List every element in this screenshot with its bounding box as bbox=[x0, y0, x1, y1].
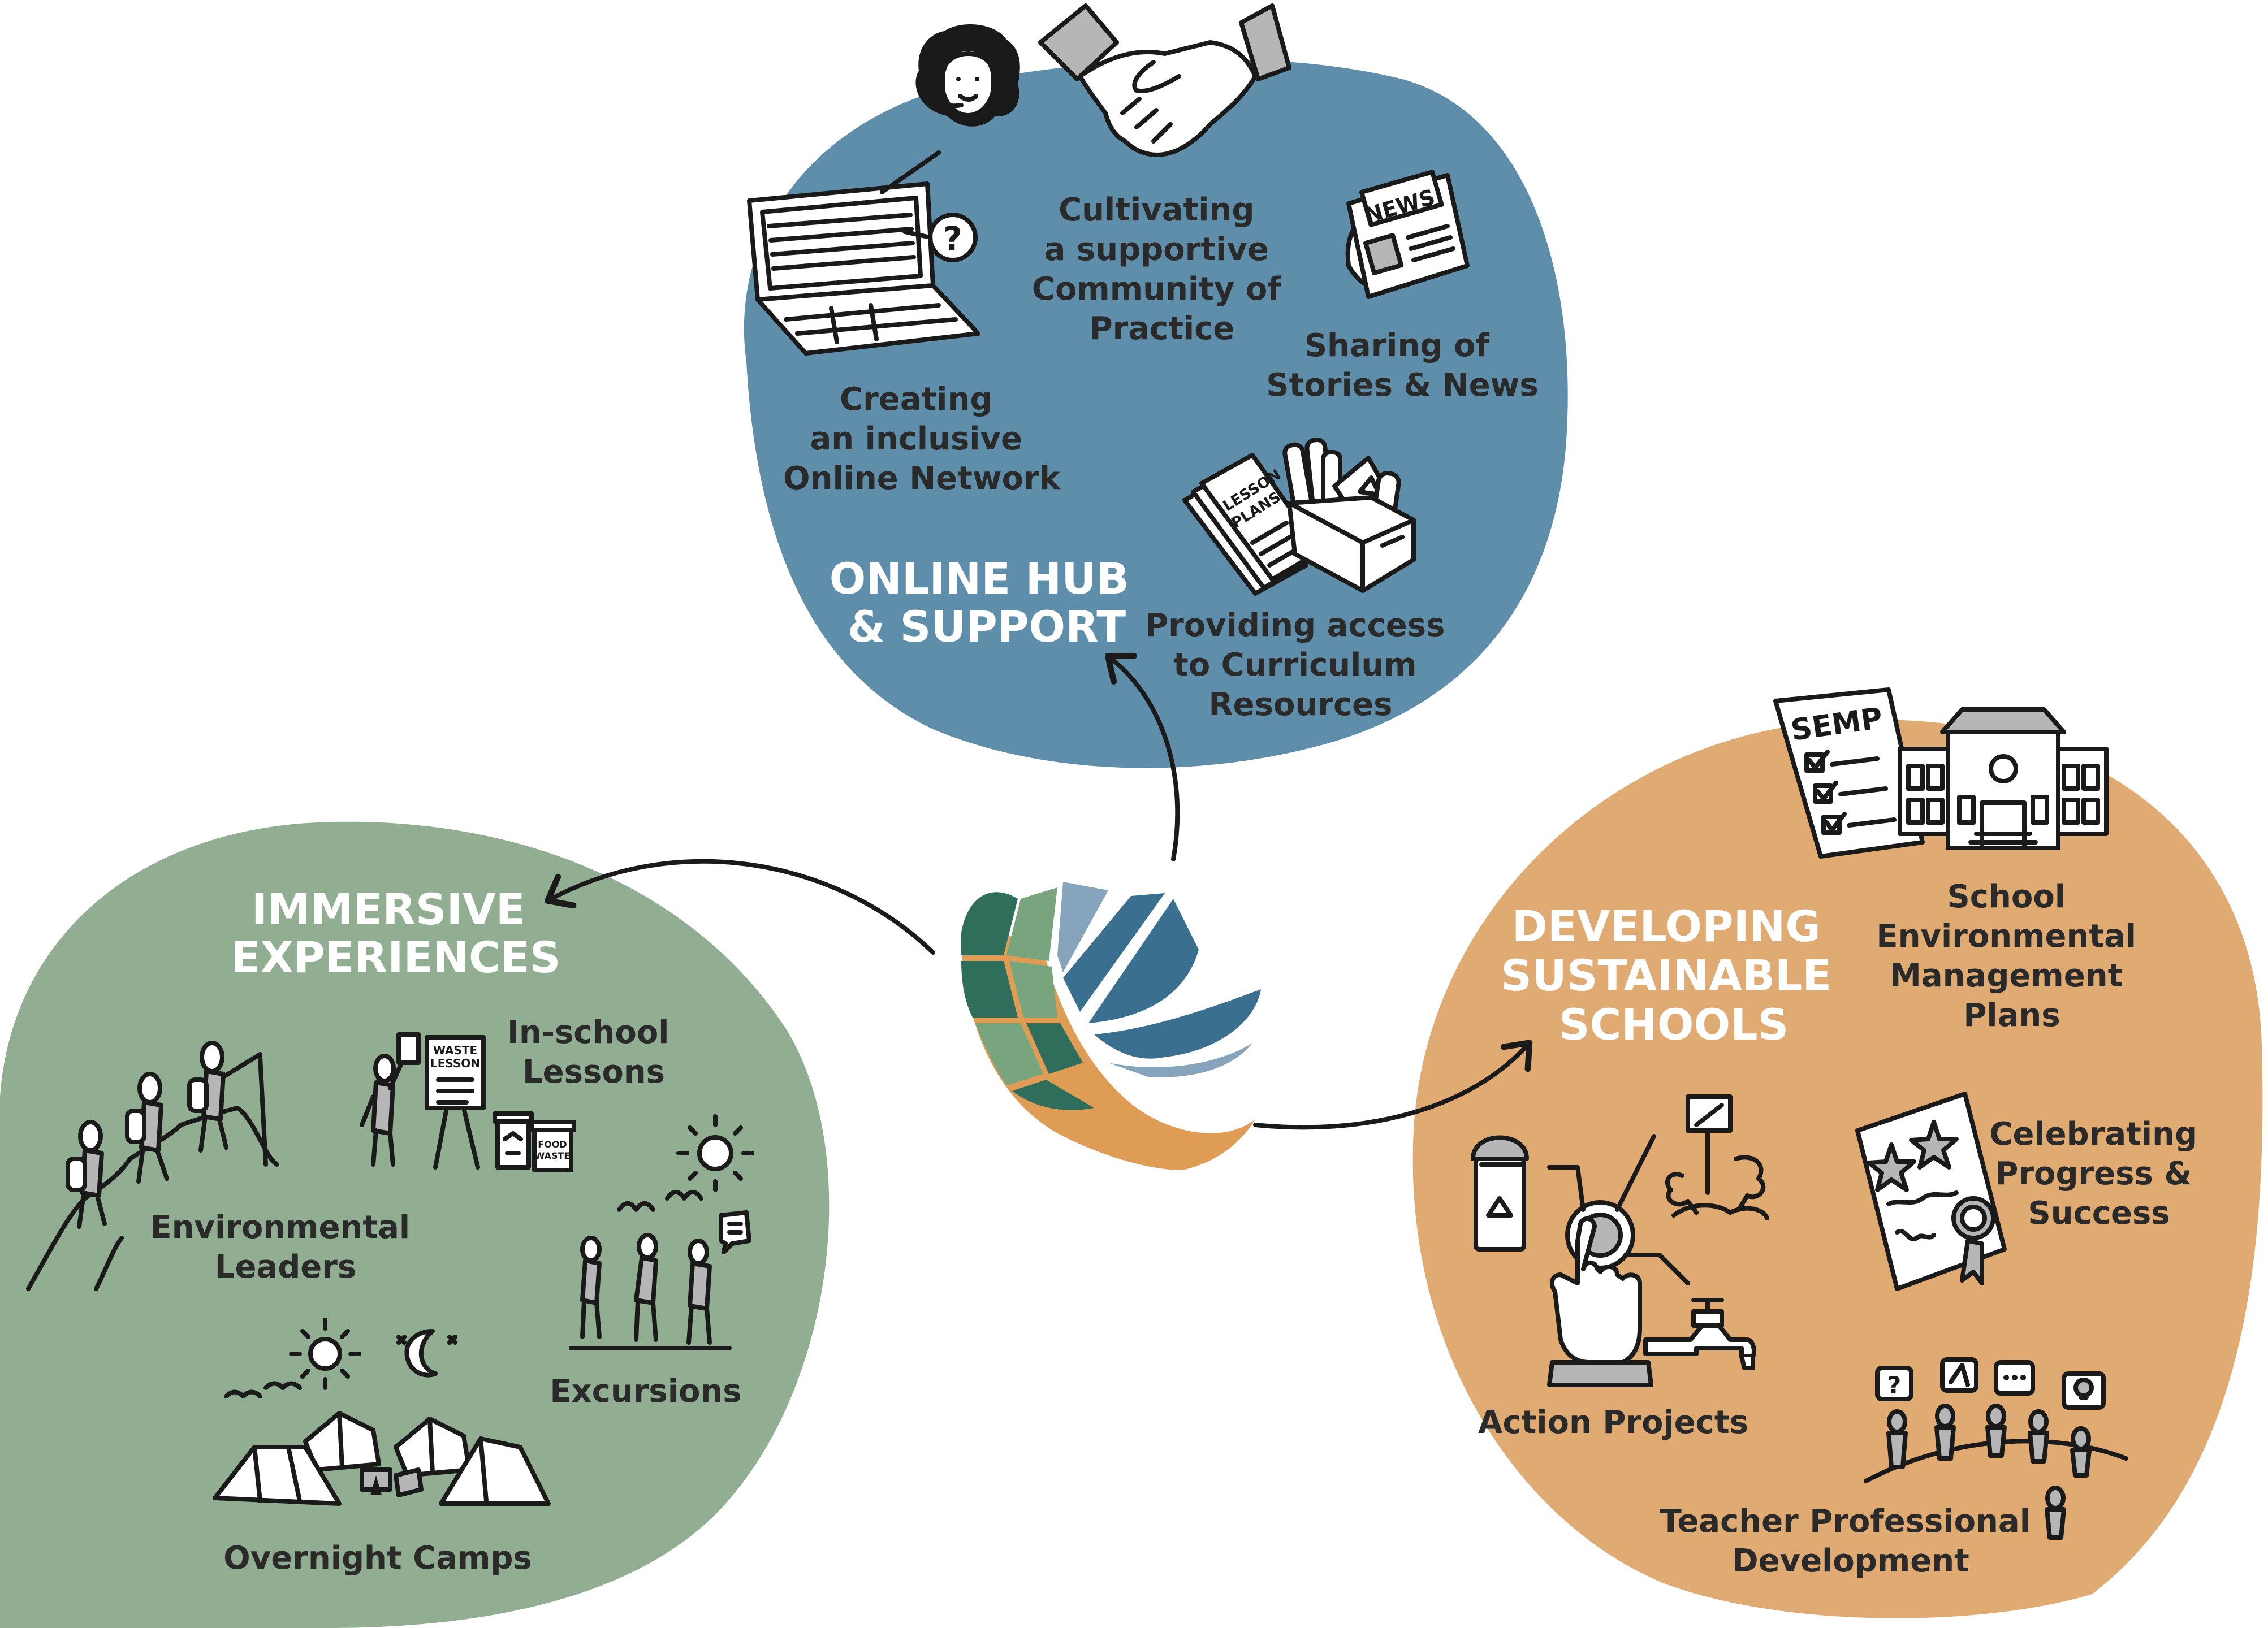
logo-icon bbox=[961, 882, 1261, 1170]
laptop-icon bbox=[747, 150, 980, 356]
waste-lesson-text-1: WASTE bbox=[433, 1044, 477, 1057]
teacher-development-label: Teacher Professional Development bbox=[1660, 1503, 2042, 1579]
community-label: Cultivating a supportive Community of Pr… bbox=[1032, 192, 1292, 347]
teacher-icon: WASTE LESSON bbox=[360, 1032, 486, 1170]
button-press-icon bbox=[1547, 1134, 1690, 1387]
handshake-icon bbox=[1038, 3, 1291, 157]
semp-label: School Environmental Management Plans bbox=[1876, 878, 2147, 1034]
food-waste-text-2: WASTE bbox=[535, 1150, 571, 1161]
waste-lesson-text-2: LESSON bbox=[430, 1057, 480, 1070]
arrow-to-online-hub bbox=[1104, 652, 1180, 861]
curriculum-label: Providing access to Curriculum Resources bbox=[1145, 607, 1456, 723]
resource-box-icon bbox=[1282, 438, 1416, 593]
stories-news-label: Sharing of Stories & News bbox=[1266, 327, 1538, 404]
newspaper-icon: NEWS bbox=[1345, 170, 1470, 299]
school-building-icon bbox=[1898, 707, 2109, 850]
immersive-blob bbox=[0, 821, 830, 1628]
sun-icon-camp bbox=[289, 1318, 361, 1390]
recycling-bins-icon: FOOD WASTE bbox=[493, 1111, 576, 1172]
tap-icon bbox=[1643, 1298, 1756, 1370]
arrow-to-sustainable bbox=[1253, 1040, 1533, 1130]
online-network-label: Creating an inclusive Online Network bbox=[783, 381, 1061, 497]
excursions-label: Excursions bbox=[550, 1373, 741, 1410]
action-projects-label: Action Projects bbox=[1478, 1404, 1748, 1441]
celebrating-label: Celebrating Progress & Success bbox=[1989, 1116, 2208, 1232]
tents-icon bbox=[213, 1381, 551, 1506]
semp-checklist-icon: SEMP bbox=[1773, 687, 1925, 859]
svg-text:?: ? bbox=[1887, 1371, 1901, 1399]
arrow-to-immersive bbox=[545, 859, 935, 955]
lesson-plans-icon: LESSON PLANS bbox=[1182, 453, 1323, 596]
environmental-leaders-label: Environmental Leaders bbox=[150, 1209, 421, 1285]
excursion-group-icon bbox=[569, 1189, 751, 1350]
headset-person-icon bbox=[915, 24, 1020, 127]
overnight-camps-label: Overnight Camps bbox=[223, 1540, 532, 1577]
sustainable-blob bbox=[1412, 719, 2263, 1618]
sustainable-title: DEVELOPING SUSTAINABLE SCHOOLS bbox=[1501, 901, 1846, 1050]
online-hub-title: ONLINE HUB & SUPPORT bbox=[830, 553, 1144, 652]
certificate-icon bbox=[1855, 1092, 2007, 1291]
seedling-icon bbox=[1665, 1094, 1769, 1220]
question-bubble-icon: ? bbox=[928, 213, 978, 262]
food-waste-text-1: FOOD bbox=[538, 1139, 567, 1150]
bin-icon bbox=[1471, 1135, 1529, 1252]
svg-text:?: ? bbox=[943, 219, 962, 258]
immersive-title: IMMERSIVE EXPERIENCES bbox=[231, 884, 561, 982]
moon-icon bbox=[396, 1329, 457, 1378]
in-school-lessons-label: In-school Lessons bbox=[507, 1014, 680, 1090]
sun-icon bbox=[676, 1114, 754, 1192]
discussion-group-icon: ? bbox=[1864, 1357, 2128, 1540]
hikers-icon bbox=[26, 1041, 279, 1291]
